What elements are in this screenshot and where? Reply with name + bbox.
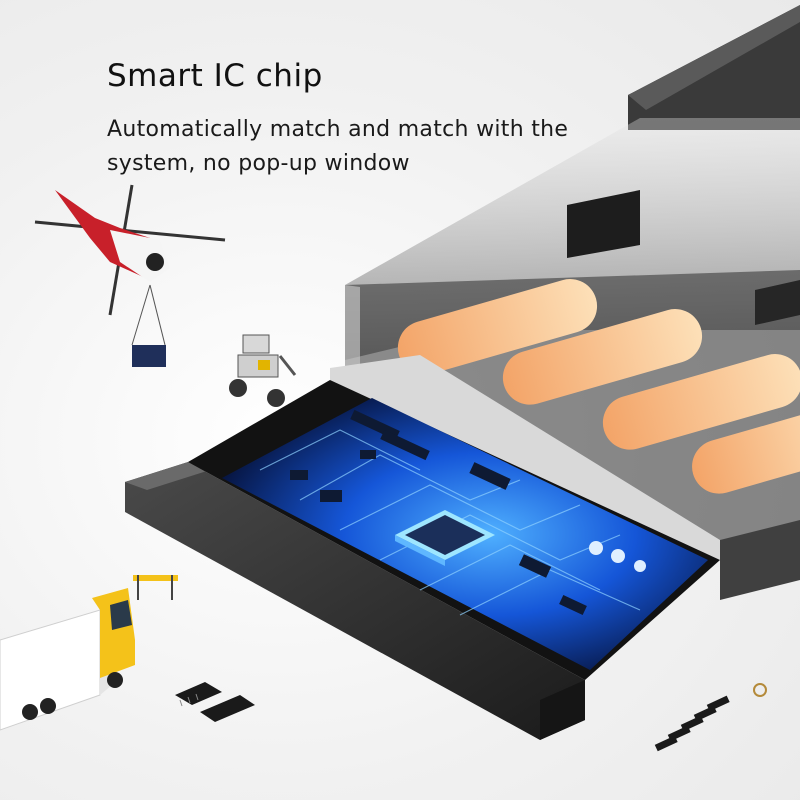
headline: Smart IC chip: [107, 58, 323, 94]
barrier-icon: [133, 575, 178, 600]
robot-icon: [229, 334, 297, 407]
contact-pads: [397, 279, 800, 494]
subline: Automatically match and match with the s…: [107, 117, 569, 176]
ic-chip-icon: [395, 510, 495, 566]
circuit-board: [222, 398, 708, 670]
loose-chips: [175, 682, 767, 752]
truck-icon: [0, 588, 135, 731]
helicopter-icon: [34, 184, 226, 367]
